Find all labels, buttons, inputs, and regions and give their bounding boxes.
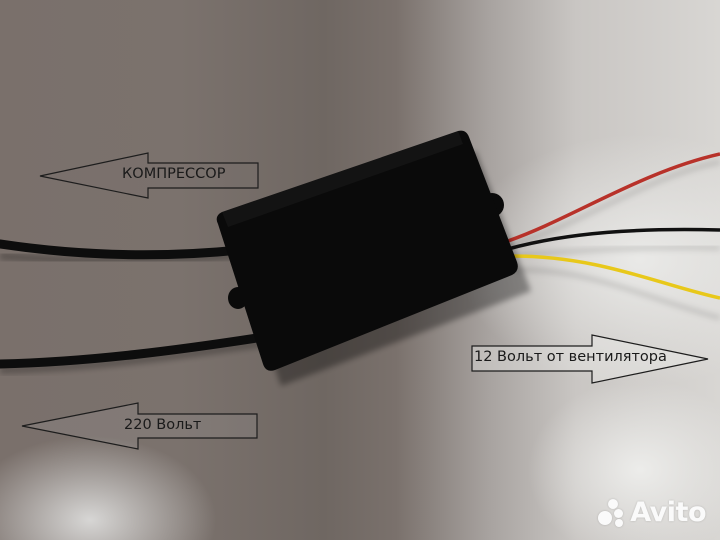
power-220-arrow bbox=[21, 402, 258, 450]
black-module bbox=[216, 130, 518, 371]
compressor-label: КОМПРЕССОР bbox=[122, 166, 226, 182]
compressor-arrow bbox=[39, 152, 259, 199]
yellow-wire bbox=[511, 254, 720, 300]
red-wire bbox=[504, 152, 720, 244]
fan-12v-label: 12 Вольт от вентилятора bbox=[474, 349, 667, 365]
avito-text: Avito bbox=[630, 497, 706, 528]
upper-black-cable bbox=[0, 239, 245, 260]
avito-logo-icon bbox=[598, 498, 628, 527]
fan-12v-arrow bbox=[471, 334, 709, 384]
black-wire bbox=[507, 227, 720, 251]
power-220-label: 220 Вольт bbox=[124, 417, 202, 433]
lower-black-cable bbox=[0, 331, 275, 369]
avito-watermark: Avito bbox=[598, 497, 706, 528]
